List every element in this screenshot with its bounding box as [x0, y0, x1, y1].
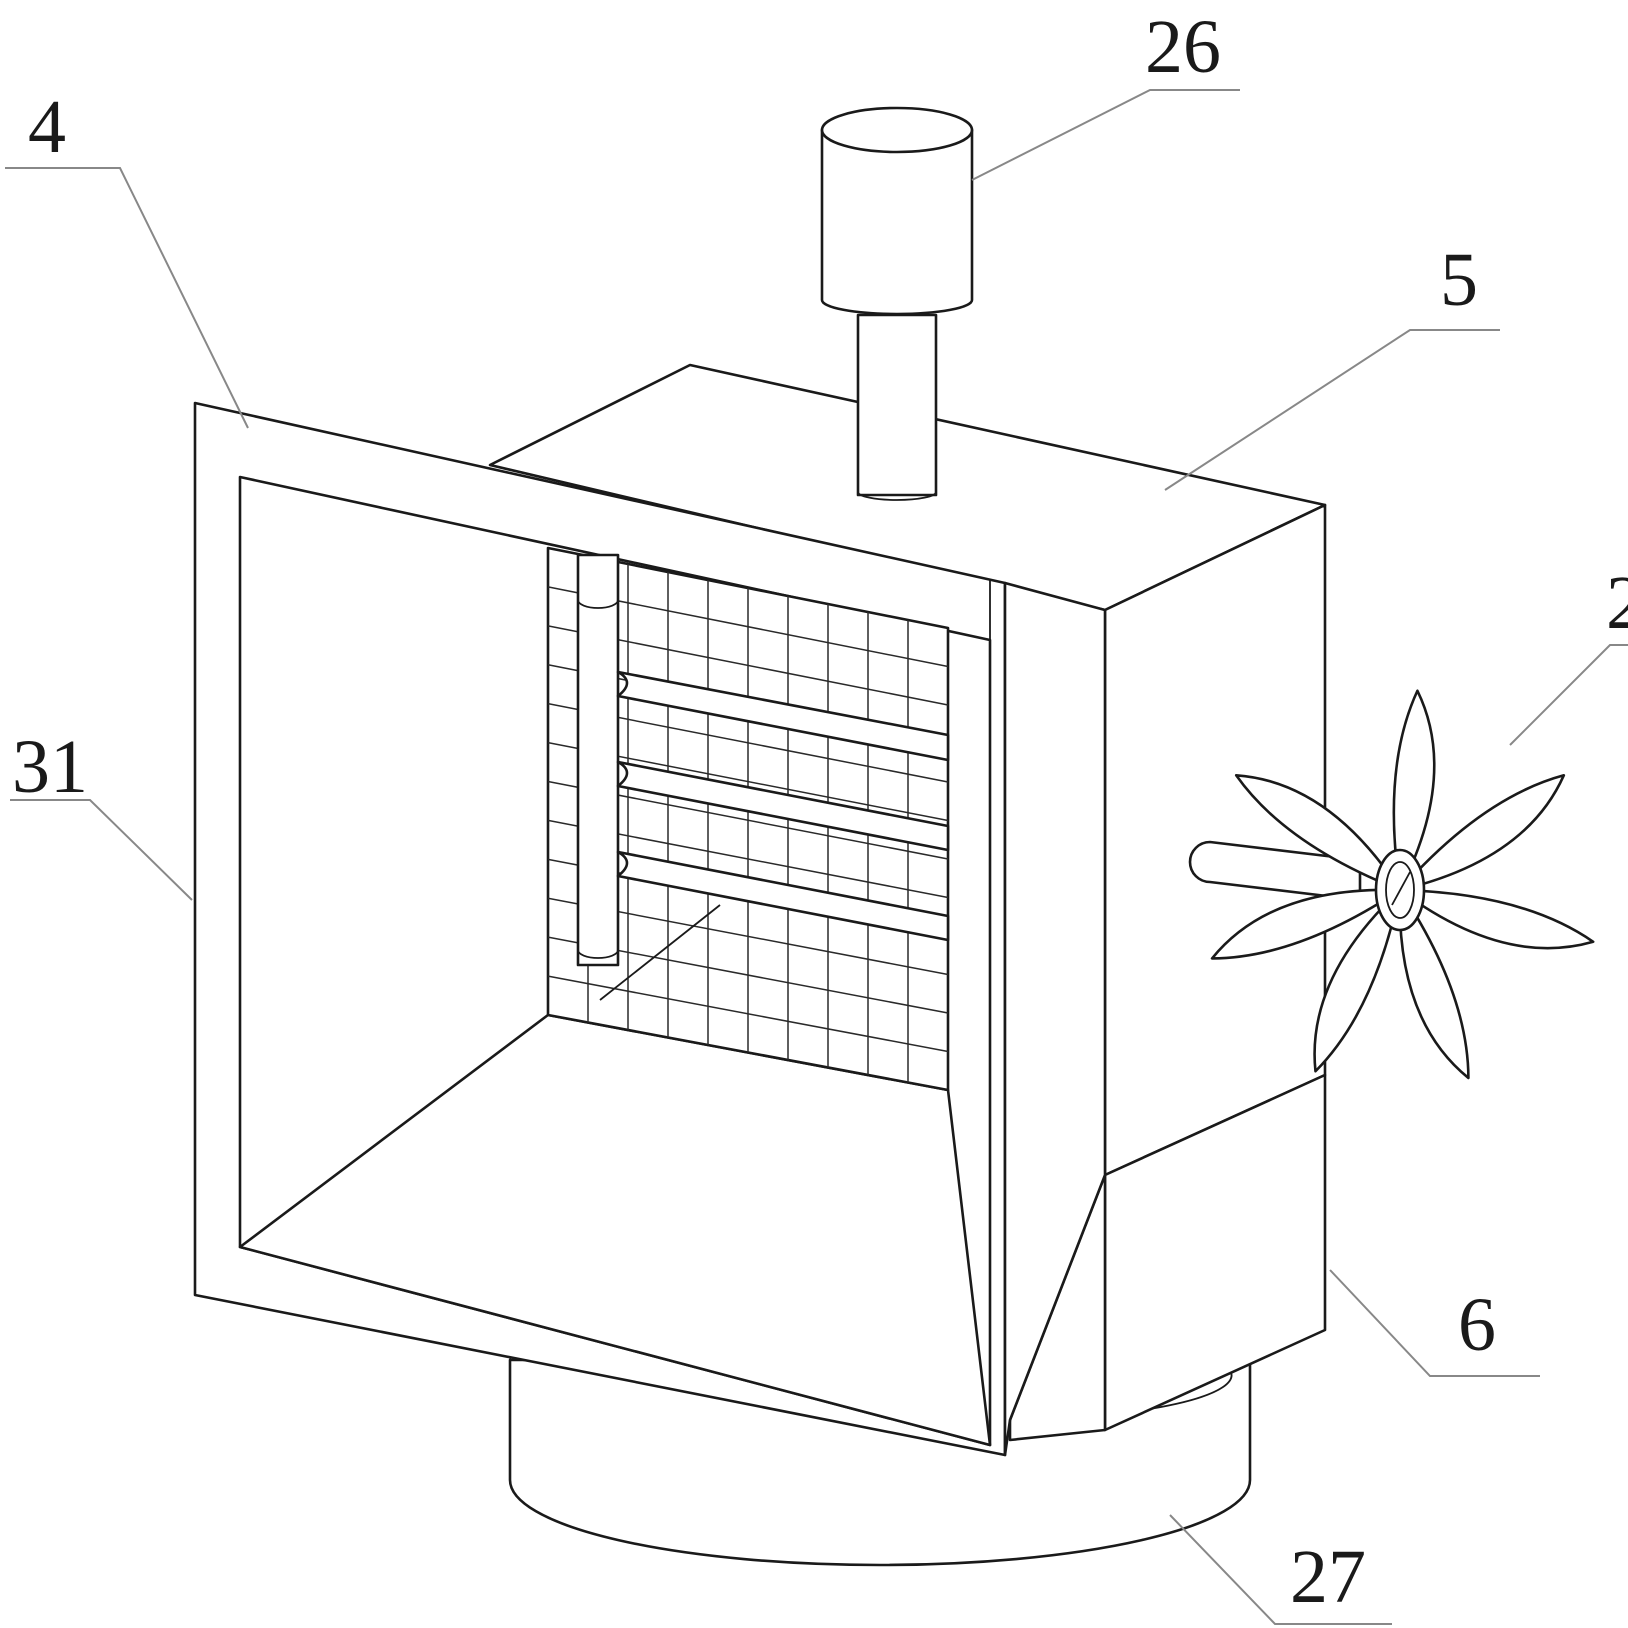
label-part-2x: 2 [1606, 561, 1628, 645]
fan-blade [1313, 888, 1402, 1073]
fan-blade [1210, 888, 1402, 960]
motor-top-cap [820, 106, 974, 154]
leader-4 [5, 167, 249, 429]
leader-lines [5, 89, 1628, 1625]
motor-body [820, 128, 974, 316]
fan-blade [1398, 773, 1566, 892]
label-part-26: 26 [1145, 5, 1221, 89]
label-part-31: 31 [12, 725, 88, 809]
label-part-6: 6 [1458, 1283, 1496, 1367]
mesh-vertical-pipe [576, 553, 620, 967]
frame-side-strip [1003, 581, 1107, 1457]
leader-26 [971, 89, 1240, 181]
side-fan [1188, 689, 1595, 1080]
leader-2x [1509, 644, 1628, 746]
motor-shaft [856, 313, 938, 497]
mesh-rod-1 [616, 670, 950, 762]
leader-5 [1164, 329, 1500, 491]
fan-hub-inner [1385, 861, 1415, 919]
label-part-4: 4 [28, 85, 66, 169]
part-labels: 4 26 5 2 31 6 27 [12, 5, 1628, 1619]
mesh-rod-2 [616, 760, 950, 852]
top-motor [820, 106, 974, 501]
housing-right-face [1103, 503, 1327, 1177]
pipe-ring-bottom [577, 949, 619, 959]
mesh-screen [546, 546, 950, 1092]
fan-blade [1398, 888, 1470, 1080]
fan-blade [1398, 888, 1595, 950]
label-part-27: 27 [1290, 1535, 1366, 1619]
fan-axle [1188, 840, 1362, 902]
leader-31 [10, 799, 193, 901]
fan-hub-bolt [1391, 871, 1411, 906]
mesh-rod-3 [616, 850, 950, 942]
motor-shaft-base [857, 491, 937, 501]
pipe-ring-top [577, 599, 619, 609]
fan-blade [1392, 689, 1436, 892]
leader-6 [1329, 1269, 1540, 1377]
label-part-5: 5 [1440, 238, 1478, 322]
fan-blades [1210, 689, 1595, 1080]
mesh-floor-edge [599, 904, 721, 1001]
fan-blade [1234, 773, 1402, 892]
leader-27 [1169, 1514, 1392, 1625]
